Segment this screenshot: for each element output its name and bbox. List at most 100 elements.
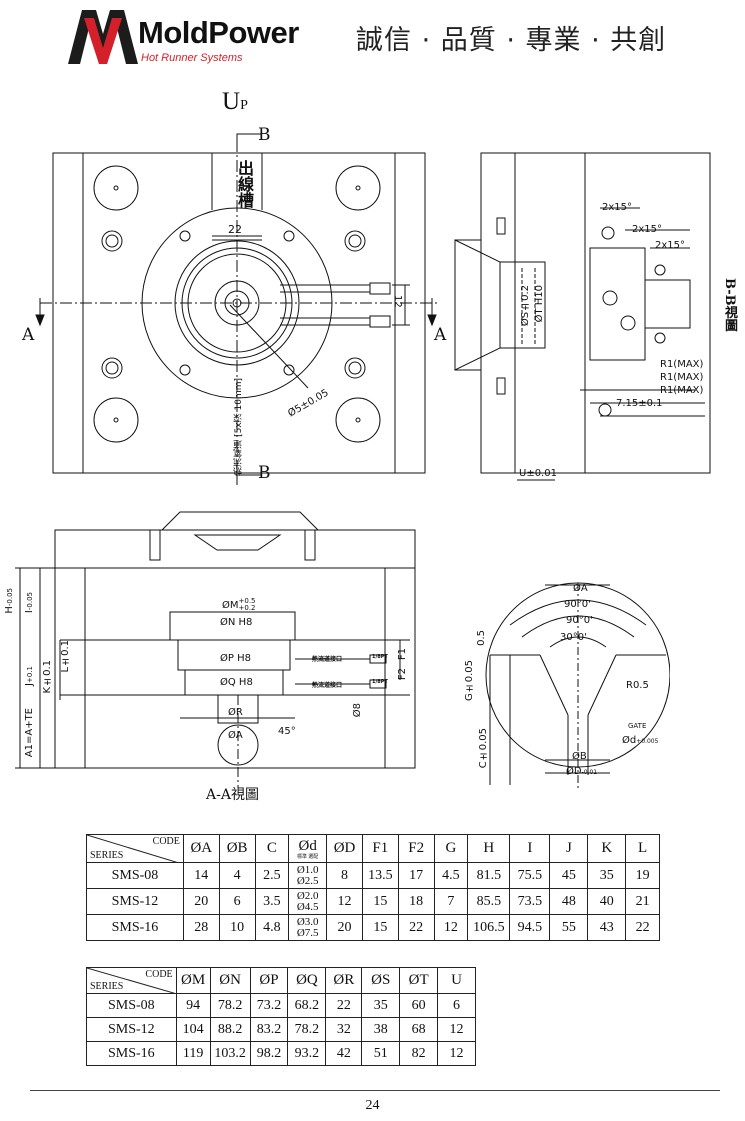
table1-cell: 20 (182, 888, 220, 915)
table1-cell: 2.5 (254, 862, 290, 889)
table2-corner: CODE SERIES (86, 967, 177, 994)
dim-r05: R0.5 (626, 680, 649, 691)
table1-corner-diagonal (87, 835, 179, 863)
table2-cell: SMS-12 (86, 1017, 177, 1042)
table1-cell: SMS-16 (86, 914, 184, 941)
dim-q: ØQ H8 (220, 677, 253, 688)
tag-pt-1: 1/8PT (372, 654, 388, 660)
table1-cell: 17 (397, 862, 435, 889)
table1-header-f2: F2 (397, 834, 435, 863)
angle-45: 45° (278, 726, 296, 737)
view-aa-label: A-A視圖 (206, 787, 259, 803)
table1-cell: 81.5 (467, 862, 511, 889)
table2-cell: 103.2 (209, 1041, 251, 1066)
table1-header-a: ØA (182, 834, 220, 863)
section-a-right-label: A (434, 325, 447, 345)
table2-header-t: ØT (399, 967, 439, 994)
table2-cell: 38 (361, 1017, 401, 1042)
angle-90-b: 90°0' (566, 615, 593, 626)
section-a-left-label: A (22, 325, 35, 345)
slogan: 誠信 · 品質 · 專業 · 共創 (356, 25, 667, 56)
gate-dim-a: ØA (573, 583, 588, 594)
slot-label: 出線槽 (235, 160, 254, 208)
section-b-bottom-label: B (258, 463, 271, 483)
table2-cell: 119 (175, 1041, 211, 1066)
table1-cell: 21 (625, 888, 660, 915)
table1-cell: 45 (549, 862, 589, 889)
tag-connector-2: 熱流道接口 (312, 682, 343, 689)
table-row: SMS-16 119 103.2 98.2 93.2 42 51 82 12 (86, 1041, 476, 1066)
table2-cell: 12 (437, 1017, 476, 1042)
table1-cell: 13.5 (361, 862, 399, 889)
table2-header-p: ØP (249, 967, 289, 994)
table1-cell: 12 (326, 888, 363, 915)
corner-bolt-holes (93, 165, 381, 443)
r-max-2: R1(MAX) (660, 372, 704, 383)
dim-l: L±0.1 (60, 640, 71, 673)
table1-cell: 6 (218, 888, 256, 915)
bb-view (454, 152, 711, 481)
table2-cell: 32 (325, 1017, 363, 1042)
table1-cell: 20 (326, 914, 363, 941)
dim-d: ØD-0.01 (566, 766, 598, 777)
table1-cell: 106.5 (467, 914, 511, 941)
moldpower-logo-mark (68, 10, 138, 64)
dim-b: ØB (572, 751, 587, 762)
table2-header-q: ØQ (287, 967, 327, 994)
table2-header-s: ØS (361, 967, 401, 994)
dim-u: U±0.01 (519, 468, 557, 479)
table2-corner-diagonal (87, 968, 177, 994)
spec-table-2: CODE SERIES ØM ØN ØP ØQ ØR ØS ØT U SMS-0… (86, 967, 476, 1066)
table2-cell: 83.2 (249, 1017, 289, 1042)
table1-cell: 8 (326, 862, 363, 889)
table1-cell: 22 (397, 914, 435, 941)
r-max-3: R1(MAX) (660, 385, 704, 396)
table1-header-f1: F1 (361, 834, 399, 863)
table1-header-l: L (625, 834, 660, 863)
table1-cell: 3.5 (254, 888, 290, 915)
table1-header-c: C (254, 834, 290, 863)
table2-cell: 35 (361, 993, 401, 1018)
table2-header-u: U (437, 967, 476, 994)
brand-tagline: Hot Runner Systems (141, 52, 243, 64)
view-bb-label: B-B視圖 (722, 278, 737, 332)
locating-ring-outline (141, 207, 333, 399)
table1-cell: 85.5 (467, 888, 511, 915)
dim-c: C±0.05 (478, 728, 489, 769)
table2-header-n: ØN (209, 967, 251, 994)
table1-cell: 75.5 (509, 862, 551, 889)
table2-cell: 104 (175, 1017, 211, 1042)
dim-m: ØM+0.5+0.2 (222, 597, 256, 612)
table2-cell: 93.2 (287, 1041, 327, 1066)
table2-cell: 12 (437, 1041, 476, 1066)
table1-cell: 19 (625, 862, 660, 889)
section-b-top-label: B (258, 125, 271, 145)
dim-t: ØT H10 (534, 285, 545, 323)
dim-g: G±0.05 (464, 660, 475, 702)
angle-30: 30°0' (560, 632, 587, 643)
dim-8: Ø8 (352, 703, 363, 718)
brand-name: MoldPower (138, 15, 299, 50)
dim-22: 22 (228, 223, 242, 236)
chamfer-3: 2x15° (655, 240, 686, 251)
dim-r: ØR (228, 707, 243, 718)
table1-cell: 40 (587, 888, 627, 915)
table1-cell: 4 (218, 862, 256, 889)
dim-f2: F2 (397, 668, 408, 681)
table2-cell: 94 (175, 993, 211, 1018)
dim-j: J+0.1 (24, 666, 35, 686)
table1-cell: 73.5 (509, 888, 551, 915)
table-row: SMS-12 104 88.2 83.2 78.2 32 38 68 12 (86, 1017, 476, 1042)
table1-cell: 28 (182, 914, 220, 941)
dim-p: ØP H8 (220, 653, 251, 664)
table2-cell: 73.2 (249, 993, 289, 1018)
table2-cell: 22 (325, 993, 363, 1018)
table1-cell: SMS-12 (86, 888, 184, 915)
table1-cell: 4.8 (254, 914, 290, 941)
